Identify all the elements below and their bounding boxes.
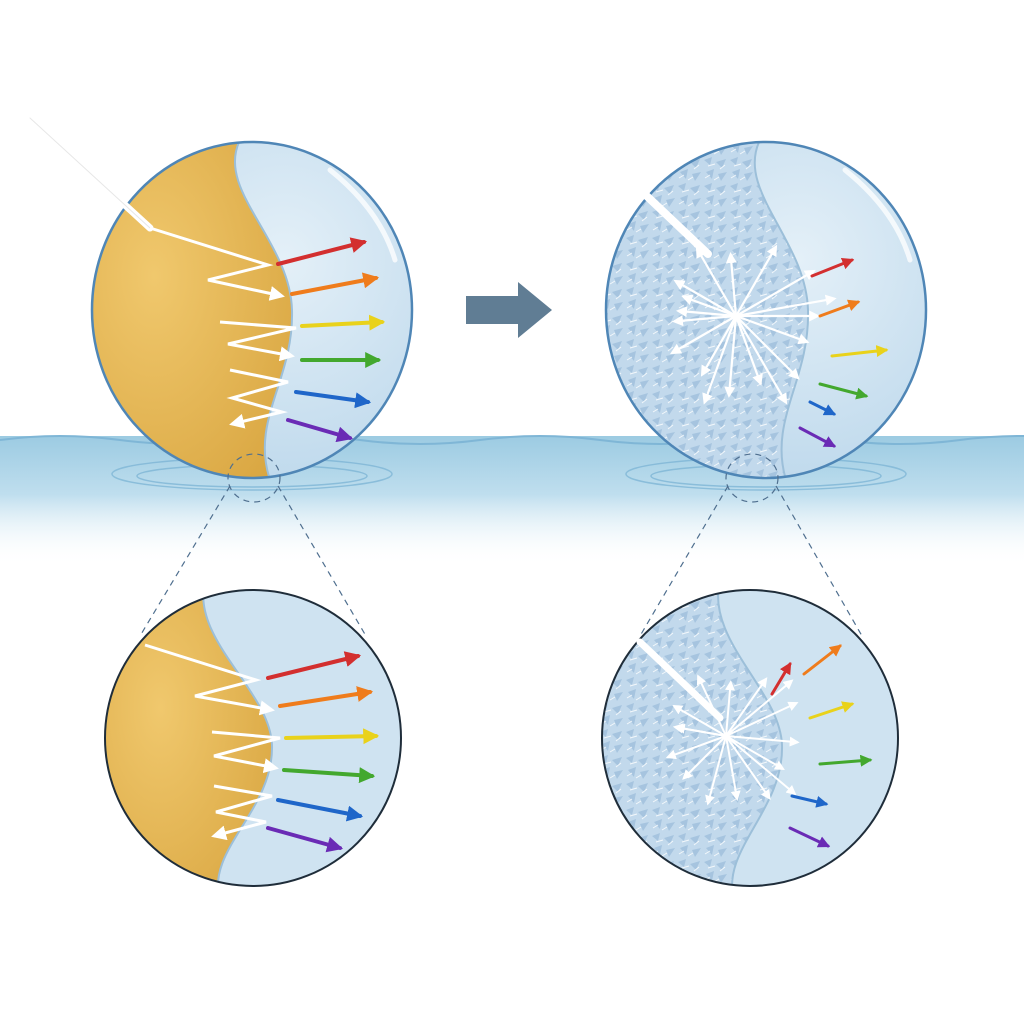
scattered-ray — [695, 246, 737, 317]
spectrum-arrow-right-green — [818, 382, 869, 400]
scattered-ray-zoom — [696, 674, 727, 737]
spectrum-arrows-left — [276, 237, 386, 443]
scattered-ray — [676, 306, 737, 318]
scattered-rays-zoom-right — [665, 674, 800, 806]
scattered-ray — [669, 315, 737, 355]
scattered-rays-right — [669, 244, 837, 405]
zoom-guide-right — [639, 453, 863, 637]
scattered-ray — [735, 269, 816, 317]
spectrum-arrow-left-yellow — [300, 314, 386, 331]
scattered-ray — [700, 315, 737, 377]
spectrum-arrow-zoom-left-yellow — [284, 728, 380, 745]
scattered-ray-zoom — [672, 723, 727, 737]
spectrum-arrow-right-yellow — [830, 345, 889, 358]
spectrum-arrow-right-red — [810, 257, 855, 278]
scattered-ray — [672, 314, 737, 327]
spectrum-arrows-zoom-right — [770, 644, 873, 848]
scattered-ray — [702, 315, 738, 405]
scattered-ray — [735, 294, 837, 318]
spectrum-arrows-right — [798, 257, 889, 448]
spectrum-arrow-zoom-left-red — [266, 651, 362, 680]
spectrum-arrow-zoom-right-blue — [790, 794, 829, 808]
scattered-ray-zoom — [725, 735, 741, 801]
scattered-ray-zoom — [705, 735, 727, 806]
spectrum-arrow-zoom-left-violet — [266, 826, 344, 853]
spectrum-arrow-left-blue — [294, 390, 372, 409]
spectrum-arrow-right-orange — [818, 299, 861, 318]
spectrum-arrow-left-orange — [290, 272, 380, 296]
spectrum-arrows-zoom-left — [266, 651, 380, 853]
spectrum-arrow-zoom-right-yellow — [808, 701, 855, 720]
spectrum-arrow-left-violet — [286, 418, 354, 443]
spectrum-arrow-right-blue — [808, 400, 837, 416]
spectrum-arrow-zoom-left-blue — [276, 798, 364, 822]
spectrum-arrow-zoom-right-orange — [802, 644, 842, 676]
scattered-ray-zoom — [725, 680, 735, 737]
spectrum-arrow-zoom-left-orange — [278, 686, 374, 708]
scattered-ray-zoom — [725, 735, 797, 796]
scattered-ray-zoom — [725, 677, 768, 737]
incident-ray-left — [26, 114, 154, 232]
scattered-ray-zoom — [665, 735, 727, 760]
spectrum-arrow-zoom-right-red — [770, 661, 792, 696]
scattered-ray — [725, 252, 738, 317]
scattered-ray-zoom — [725, 679, 794, 737]
zoom-reflections-left — [144, 643, 281, 841]
scattered-ray — [735, 244, 778, 317]
internal-reflections-left — [149, 226, 297, 429]
spectrum-arrow-zoom-right-violet — [788, 826, 831, 848]
scattered-ray-zoom — [725, 735, 785, 770]
scattered-ray — [735, 315, 800, 380]
right-arrow-icon — [466, 282, 552, 338]
zoom-incident-ray-right — [636, 638, 724, 722]
spectrum-arrow-left-red — [276, 237, 368, 266]
incident-ray-right — [554, 108, 712, 258]
scattered-ray — [724, 315, 738, 398]
scattered-ray-zoom — [725, 735, 800, 747]
scattered-ray — [735, 315, 788, 405]
zoom-circle-left — [104, 589, 402, 887]
scattered-ray-zoom — [682, 735, 727, 780]
scattered-ray — [734, 315, 763, 386]
zoom-guide-left — [139, 453, 367, 637]
spectrum-arrow-zoom-right-green — [818, 754, 873, 767]
scattered-ray-zoom — [725, 735, 771, 800]
scattered-ray-zoom — [672, 705, 727, 737]
crystalline-layer-right — [606, 142, 809, 478]
scattered-ray-zoom — [725, 701, 799, 737]
scattered-ray — [673, 279, 737, 317]
zoom-circle-right — [601, 589, 899, 887]
water-surface — [0, 435, 1024, 566]
spectrum-arrow-zoom-left-green — [282, 767, 376, 784]
scattered-ray — [681, 294, 737, 318]
scattered-ray — [735, 314, 810, 345]
left-droplet — [90, 140, 414, 480]
spectrum-arrow-right-violet — [798, 426, 837, 448]
